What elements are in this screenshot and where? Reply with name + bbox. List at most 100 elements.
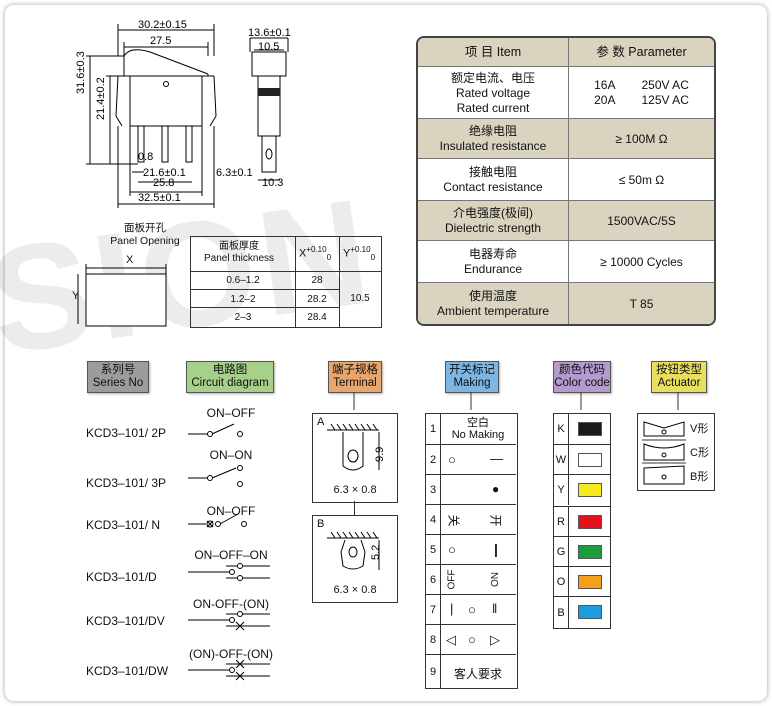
dim-side-bottom: 10.3 [262, 177, 284, 189]
panel-table-h3: Y+0.100 [342, 245, 376, 262]
color-row: B [554, 596, 610, 629]
dim-side-inner: 10.5 [258, 41, 280, 53]
color-row: R [554, 506, 610, 537]
terminal-b-size: 6.3 × 0.8 [333, 584, 377, 596]
dim-pin-gap: 0.8 [138, 151, 154, 163]
color-swatch [578, 605, 602, 619]
dim-inner-width: 27.5 [150, 35, 172, 47]
panel-opening-en: Panel Opening [110, 235, 180, 247]
actuator-table: V形 C形 B形 [637, 413, 715, 491]
circuit-label: ON-OFF-(ON) [193, 597, 269, 611]
series-item: KCD3–101/DW [86, 664, 169, 678]
terminal-a-label: A [317, 416, 325, 428]
panel-opening-title: 面板开孔 Panel Opening [100, 222, 190, 248]
dim-base-width: 25.8 [153, 177, 175, 189]
circuit-symbols [188, 423, 270, 681]
actuator-shapes [642, 421, 686, 485]
color-row: G [554, 536, 610, 567]
spec-header-param: 参 数 Parameter [596, 44, 687, 59]
circuit-label: ON–ON [209, 448, 253, 462]
making-row: 3 ● [426, 474, 516, 505]
making-row: 6 OFF ON [426, 564, 516, 595]
color-swatch [578, 515, 602, 529]
panel-row-2-x: 28.2 [307, 294, 327, 305]
panel-opening-cn: 面板开孔 [124, 222, 166, 234]
dim-side-width: 13.6±0.1 [248, 27, 291, 39]
spec-row-dielectric: 介电强度(极间)Dielectric strength 1500VAC/5S [418, 200, 714, 241]
making-row: 7 | ○ ‖ [426, 594, 516, 625]
color-row: O [554, 566, 610, 597]
making-row: 2 ○ — [426, 444, 516, 475]
actuator-label: V形 [690, 423, 709, 435]
making-row: 9 客人要求 [426, 654, 516, 689]
panel-x-label: X [126, 254, 134, 266]
color-row: K [554, 414, 610, 444]
color-code-table: K W Y R G O B [553, 413, 611, 629]
terminal-b-drawing [327, 531, 380, 570]
circuit-label: (ON)-OFF-(ON) [189, 647, 273, 661]
color-swatch [578, 545, 602, 559]
color-row: W [554, 444, 610, 475]
color-swatch [578, 483, 602, 497]
making-row: 4 关 开 [426, 504, 516, 535]
panel-opening-drawing [77, 264, 167, 327]
dim-overall-width: 32.5±0.1 [138, 192, 181, 204]
circuit-label: ON–OFF [206, 504, 256, 518]
color-swatch [578, 575, 602, 589]
series-item: KCD3–101/ N [86, 518, 161, 532]
circuit-label: ON–OFF–ON [194, 548, 268, 562]
terminal-b-label: B [317, 518, 325, 530]
color-swatch [578, 422, 602, 436]
dim-pin-span: 21.6±0.1 [143, 167, 186, 179]
dim-height-body: 21.4±0.2 [95, 77, 107, 120]
series-item: KCD3–101/ 3P [86, 476, 167, 490]
terminal-a-dim: 9.9 [374, 446, 386, 462]
dim-height-total: 31.6±0.3 [75, 51, 87, 94]
header-connectors [353, 392, 679, 410]
panel-row-2-t: 1.2–2 [230, 294, 256, 305]
panel-table-h2: X+0.100 [298, 245, 332, 262]
panel-row-3-t: 2–3 [234, 312, 252, 323]
series-item: KCD3–101/DV [86, 614, 165, 628]
color-row: Y [554, 474, 610, 505]
front-view-drawing [86, 24, 217, 208]
actuator-label: C形 [690, 447, 709, 459]
panel-row-1-x: 28 [311, 275, 323, 286]
series-item: KCD3–101/ 2P [86, 426, 167, 440]
panel-row-3-x: 28.4 [307, 312, 327, 323]
page-frame [4, 4, 768, 702]
terminal-a-drawing [327, 423, 380, 471]
spec-header-row: 项 目 Item 参 数 Parameter [418, 38, 714, 66]
series-item: KCD3–101/D [86, 570, 157, 584]
panel-row-1-t: 0.6–1.2 [226, 275, 260, 286]
dim-top-width: 30.2±0.15 [138, 19, 187, 31]
terminal-connector [354, 501, 355, 515]
terminal-a-box: A 9.9 6.3 × 0.8 [312, 413, 398, 503]
circuit-label: ON–OFF [206, 406, 256, 420]
panel-y-value: 10.5 [350, 293, 370, 304]
panel-y-label: Y [72, 290, 80, 302]
making-row: 8 ◁ ○ ▷ [426, 624, 516, 655]
making-row: 5 ○ | [426, 534, 516, 565]
color-swatch [578, 453, 602, 467]
terminal-b-dim: 5.2 [370, 544, 382, 560]
dim-side-pin: 6.3±0.1 [216, 167, 253, 179]
terminal-a-size: 6.3 × 0.8 [333, 484, 377, 496]
terminal-b-box: B 5.2 6.3 × 0.8 [312, 515, 398, 603]
